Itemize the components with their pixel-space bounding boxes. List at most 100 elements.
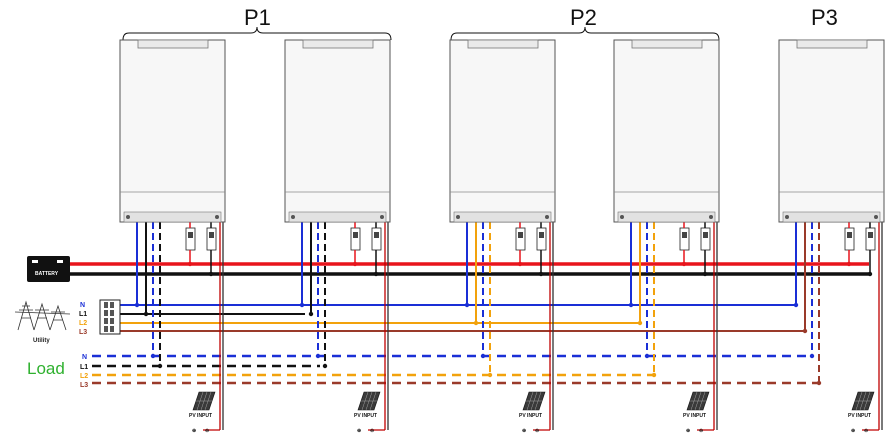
wires-layer: PV INPUT⊕⊖PV INPUT⊕⊖PV INPUT⊕⊖PV INPUT⊕⊖… xyxy=(70,222,883,434)
inverter-top-cap xyxy=(467,39,539,49)
pv-plus-label: ⊕ xyxy=(357,428,361,434)
battery-breaker-switch xyxy=(847,232,852,238)
battery-breaker-neg-switch xyxy=(374,232,379,238)
group-labels: P1 P2 P3 xyxy=(244,5,838,30)
battery-pos-node-1 xyxy=(187,261,193,267)
load-label: Load xyxy=(27,359,65,378)
utility-l1-label: L1 xyxy=(79,311,87,318)
battery-label: BATTERY xyxy=(35,271,59,277)
group-label-p2: P2 xyxy=(570,5,597,30)
utility-label: Utility xyxy=(33,338,50,344)
utility-n-label: N xyxy=(80,302,85,309)
utility-l2-label: L2 xyxy=(79,320,87,327)
ac-out-line-node-2 xyxy=(322,363,328,369)
inverter-foot-left xyxy=(456,215,460,219)
inverter-base xyxy=(617,211,716,223)
battery-neg-node-3 xyxy=(538,271,544,277)
ac-out-line-node-1 xyxy=(157,363,163,369)
inverter-foot-left xyxy=(785,215,789,219)
battery-pos-node-4 xyxy=(681,261,687,267)
ac-in-neutral-node-2 xyxy=(299,302,305,308)
inverter-foot-left xyxy=(291,215,295,219)
pv-plus-label: ⊕ xyxy=(686,428,690,434)
inverters-layer xyxy=(119,39,885,223)
battery-neg-node-4 xyxy=(702,271,708,277)
pv-input-label: PV INPUT xyxy=(848,413,871,419)
inverter-base xyxy=(782,211,881,223)
inverter-base xyxy=(453,211,552,223)
load-l2-label: L2 xyxy=(80,373,88,380)
inverter-body xyxy=(284,39,391,223)
battery-breaker-neg-switch xyxy=(209,232,214,238)
inverter-foot-left xyxy=(126,215,130,219)
inverter-top-cap xyxy=(796,39,868,49)
inverter-top-cap xyxy=(631,39,703,49)
solar-panel-icon: PV INPUT ⊕ ⊖ xyxy=(683,391,710,434)
inverter-unit-3 xyxy=(449,39,556,223)
battery-breaker-switch xyxy=(353,232,358,238)
inverter-foot-right xyxy=(545,215,549,219)
inverter-unit-2 xyxy=(284,39,391,223)
inverter-body xyxy=(778,39,885,223)
pv-minus-label: ⊖ xyxy=(370,428,374,434)
utility-breaker xyxy=(99,299,121,335)
battery-breaker-3 xyxy=(515,227,526,251)
pv-minus-label: ⊖ xyxy=(205,428,209,434)
battery-breaker-neg-3 xyxy=(536,227,547,251)
inverter-unit-5 xyxy=(778,39,885,223)
group-label-p3: P3 xyxy=(811,5,838,30)
inverter-foot-right xyxy=(215,215,219,219)
battery-breaker-neg-4 xyxy=(700,227,711,251)
battery-breaker-neg-switch xyxy=(868,232,873,238)
ac-out-line-node-5 xyxy=(816,380,822,386)
inverter-foot-right xyxy=(874,215,878,219)
ac-out-neutral-node-1 xyxy=(150,353,156,359)
ac-in-line-node-2 xyxy=(308,311,314,317)
inverter-foot-right xyxy=(709,215,713,219)
battery-neg-node-2 xyxy=(373,271,379,277)
battery-pos-node-3 xyxy=(517,261,523,267)
group-label-p1: P1 xyxy=(244,5,271,30)
utility-l3-label: L3 xyxy=(79,329,87,336)
pv-plus-label: ⊕ xyxy=(192,428,196,434)
pv-minus-label: ⊖ xyxy=(535,428,539,434)
inverter-foot-left xyxy=(620,215,624,219)
inverter-top-cap xyxy=(302,39,374,49)
ac-in-neutral-node-4 xyxy=(628,302,634,308)
load-l1-label: L1 xyxy=(80,364,88,371)
battery-breaker-neg-5 xyxy=(865,227,876,251)
ac-out-line-node-3 xyxy=(487,372,493,378)
solar-panel-icon: PV INPUT⊕⊖ xyxy=(848,391,875,434)
solar-panel-icon: PV INPUT⊕⊖ xyxy=(189,391,216,434)
pv-input-label: PV INPUT xyxy=(683,413,706,419)
battery-breaker-neg-switch xyxy=(539,232,544,238)
battery-pos-node-5 xyxy=(846,261,852,267)
ac-out-neutral-node-4 xyxy=(644,353,650,359)
battery-breaker-switch xyxy=(188,232,193,238)
load-n-label: N xyxy=(82,354,87,361)
group-brackets xyxy=(122,26,720,41)
ac-out-neutral-node-3 xyxy=(480,353,486,359)
pv-input-label: PV INPUT xyxy=(354,413,377,419)
ac-in-neutral-node-5 xyxy=(793,302,799,308)
solar-panel-icon: PV INPUT⊕⊖ xyxy=(519,391,546,434)
pv-minus-label: ⊖ xyxy=(699,428,703,434)
ac-in-line-node-3 xyxy=(473,320,479,326)
battery-neg-node-5 xyxy=(867,271,873,277)
bracket-p1 xyxy=(122,26,392,41)
battery-icon: BATTERY xyxy=(27,256,70,282)
ac-in-line-node-5 xyxy=(802,328,808,334)
battery-neg-node-1 xyxy=(208,271,214,277)
inverter-unit-4 xyxy=(613,39,720,223)
battery-breaker-5 xyxy=(844,227,855,251)
inverter-body xyxy=(449,39,556,223)
ac-in-line-node-4 xyxy=(637,320,643,326)
battery-breaker-neg-switch xyxy=(703,232,708,238)
battery-breaker-4 xyxy=(679,227,690,251)
battery-breaker-switch xyxy=(518,232,523,238)
inverter-base xyxy=(123,211,222,223)
inverter-foot-right xyxy=(380,215,384,219)
battery-breaker-neg-2 xyxy=(371,227,382,251)
inverter-unit-1 xyxy=(119,39,226,223)
